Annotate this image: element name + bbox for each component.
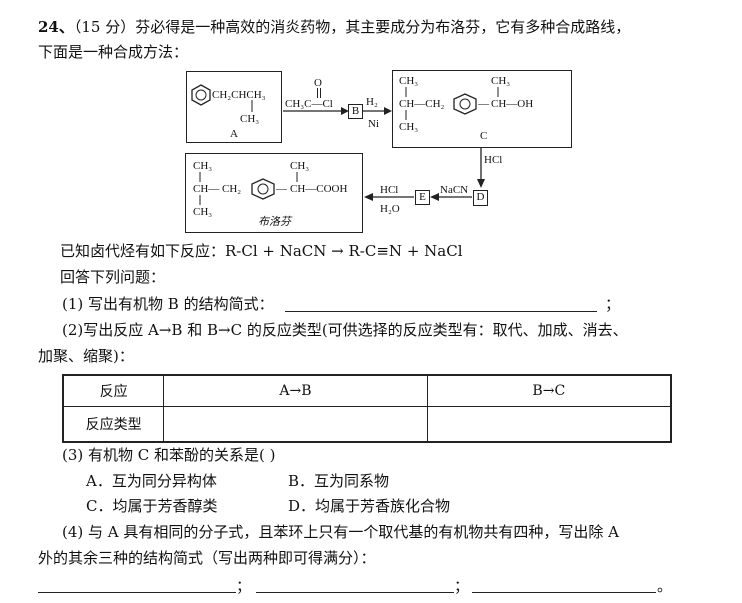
compound-a-chain: CH₂CHCH₃ [212,89,266,101]
compound-d-label: D [473,190,488,206]
answer-cell-bc[interactable] [426,406,672,443]
separator-1: ； [236,577,252,595]
reagent1-oxygen: O [314,77,322,89]
ibuprofen-box [185,153,363,233]
question-3: (3) 有机物 C 和苯酚的关系是( ) [62,446,276,464]
benzene-ring-icon [251,178,275,200]
reagent-h2o: H₂O [380,203,400,215]
known-reaction: 已知卤代烃有如下反应：R-Cl + NaCN → R-C≡N + NaCl [60,242,463,260]
answer-blank-1[interactable] [38,592,236,593]
arrow-right-icon [283,107,349,115]
compound-a-branch: CH₃ [240,113,260,125]
option-d[interactable]: D．均属于芳香族化合物 [288,497,451,515]
ibuprofen-right-ch3: CH₃ [290,160,310,172]
question-4-line2: 外的其余三种的结构简式（写出两种即可得满分）： [38,549,376,567]
reagent-h2: H₂ [366,96,378,108]
end-mark: 。 [657,577,673,595]
ibuprofen-label: 布洛芬 [258,216,291,228]
benzene-ring-icon [191,84,211,106]
catalyst-ni: Ni [368,118,379,130]
table-header-reaction: 反应 [62,374,165,407]
intro-line2: 下面是一种合成方法： [38,43,189,61]
arrow-left-icon [430,193,472,201]
compound-c-right-ch3: CH₃ [491,75,511,87]
option-c[interactable]: C．均属于芳香醇类 [86,497,218,515]
answer-prompt: 回答下列问题： [60,268,166,286]
compound-c-box [392,70,572,148]
question-intro-line1: 24、（15 分）芬必得是一种高效的消炎药物，其主要成分为布洛芬，它有多种合成路… [38,18,630,36]
ibuprofen-ch: CH— CH₂ [193,183,242,195]
table-header-ab: A→B [163,374,428,407]
question-2-line1: (2)写出反应 A→B 和 B→C 的反应类型(可供选择的反应类型有：取代、加成… [62,321,628,339]
compound-e-label: E [415,190,430,205]
compound-c-ch: CH—CH₂ [399,98,445,110]
arrow-left-icon [364,193,414,201]
separator-2: ； [454,577,470,595]
question-4-line1: (4) 与 A 具有相同的分子式，且苯环上只有一个取代基的有机物共有四种，写出除… [62,523,619,541]
reagent1: CH₃C—Cl [285,98,333,110]
compound-a-label: A [230,128,238,140]
benzene-ring-icon [453,93,477,115]
compound-c-right: CH—OH [491,98,534,110]
ibuprofen-ch3-top: CH₃ [193,160,213,172]
compound-c-ch3-top: CH₃ [399,75,419,87]
answer-cell-ab[interactable] [163,406,428,443]
compound-c-ch3-bottom: CH₃ [399,121,419,133]
table-header-bc: B→C [426,374,672,407]
option-a[interactable]: A．互为同分异构体 [86,472,217,490]
compound-c-label: C [480,130,488,142]
reagent-hcl: HCl [484,154,503,166]
reagent-nacn: NaCN [440,184,469,196]
question-number: 24、 [38,18,74,36]
arrow-down-icon [477,148,485,188]
option-b[interactable]: B．互为同系物 [288,472,390,490]
table-row-label: 反应类型 [62,406,165,443]
compound-b-label: B [348,104,363,119]
question-1-end: ； [605,295,621,313]
compound-a-box [186,71,282,143]
answer-blank-3[interactable] [472,592,656,593]
intro-text: 芬必得是一种高效的消炎药物，其主要成分为布洛芬，它有多种合成路线， [135,18,631,36]
arrow-right-icon [362,107,392,115]
answer-blank-b[interactable] [285,311,597,312]
reagent-hcl-2: HCl [380,184,399,196]
question-1: (1) 写出有机物 B 的结构简式： [62,295,274,313]
question-score: （15 分） [73,18,136,36]
ibuprofen-ch3-bottom: CH₃ [193,206,213,218]
bond-line-icon [251,100,253,112]
answer-blank-2[interactable] [256,592,454,593]
ibuprofen-right: CH—COOH [290,183,348,195]
question-2-line2: 加聚、缩聚)： [38,347,134,365]
double-bond-icon [317,88,321,98]
reaction-type-table: 反应 A→B B→C 反应类型 [62,374,672,443]
